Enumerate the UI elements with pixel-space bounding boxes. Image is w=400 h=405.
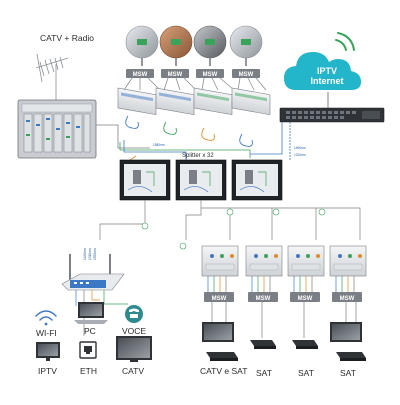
splitter-label: Splitter x 32: [182, 153, 214, 159]
catv-e-sat-label: CATV e SAT: [200, 366, 247, 376]
iptv-cloud-label-line1: IPTV: [317, 66, 337, 76]
msw-label: MSW: [203, 72, 218, 78]
yagi-antenna-icon: [35, 53, 69, 100]
tv-icon: [116, 336, 152, 362]
msw-box: MSW: [290, 292, 320, 302]
msw-box: MSW: [332, 292, 362, 302]
tv-icon: [202, 322, 234, 342]
multiswitch-unit: [287, 245, 325, 277]
wavelength-1490-left: 1490nm: [83, 248, 87, 260]
dish-icon: [125, 25, 159, 66]
optical-transmitter-chain: [117, 87, 271, 116]
sat-label-3: SAT: [340, 368, 356, 378]
dish-icon: [229, 25, 263, 66]
settop-box-icon: [292, 340, 318, 349]
telephone-icon: [125, 305, 143, 323]
msw-label: MSW: [340, 296, 355, 302]
msw-box: MSW: [232, 69, 260, 78]
wifi-label: WI-FI: [36, 328, 57, 338]
msw-label: MSW: [239, 72, 254, 78]
ethernet-port-icon: [79, 341, 97, 359]
wavelength-1550-mid: 1550nm: [153, 143, 165, 147]
wavelength-1310-left: 1310nm: [88, 248, 92, 260]
pc-label: PC: [84, 326, 96, 336]
dish-icon: [159, 25, 193, 66]
settop-box-icon: [206, 352, 238, 361]
multiswitch-unit: [201, 245, 239, 277]
msw-label: MSW: [298, 296, 313, 302]
tv-icon: [330, 322, 362, 342]
settop-box-icon: [336, 352, 366, 361]
msw-label: MSW: [212, 296, 227, 302]
multiswitch-unit: [245, 245, 283, 277]
dish-icon: [193, 25, 227, 66]
splitter-cabinet: [231, 159, 283, 201]
tv-icon: [36, 342, 60, 361]
catv-radio-label: CATV + Radio: [40, 33, 94, 43]
msw-box: MSW: [196, 69, 224, 78]
splitter-cabinet: [119, 159, 171, 201]
wavelength-1490-top: 1490nm: [294, 146, 306, 150]
sat-label-2: SAT: [298, 368, 314, 378]
eth-label: ETH: [80, 366, 97, 376]
msw-label: MSW: [256, 296, 271, 302]
msw-box: MSW: [161, 69, 189, 78]
msw-box: MSW: [126, 69, 154, 78]
wavelength-1550-left: 1550nm: [93, 248, 97, 260]
switch-icon: [279, 107, 385, 123]
splitter-cabinet: [175, 159, 227, 201]
msw-label: MSW: [133, 72, 148, 78]
headend-rack-icon: [17, 99, 97, 159]
msw-label: MSW: [168, 72, 183, 78]
cloud-icon: IPTV Internet: [284, 52, 361, 90]
msw-box: MSW: [204, 292, 234, 302]
laptop-icon: [74, 302, 108, 324]
wavelength-1310-top: 1310nm: [294, 153, 306, 157]
wifi-signal-icon: [335, 32, 355, 51]
sat-label-1: SAT: [256, 368, 272, 378]
multiswitch-unit: [329, 245, 367, 277]
msw-box: MSW: [248, 292, 278, 302]
voce-label: VOCE: [122, 326, 146, 336]
catv-label: CATV: [122, 366, 144, 376]
router-icon: [61, 254, 125, 291]
iptv-label: IPTV: [38, 366, 57, 376]
iptv-cloud-label-line2: Internet: [310, 76, 343, 86]
wifi-signal-icon: [35, 310, 57, 326]
settop-box-icon: [250, 340, 276, 349]
